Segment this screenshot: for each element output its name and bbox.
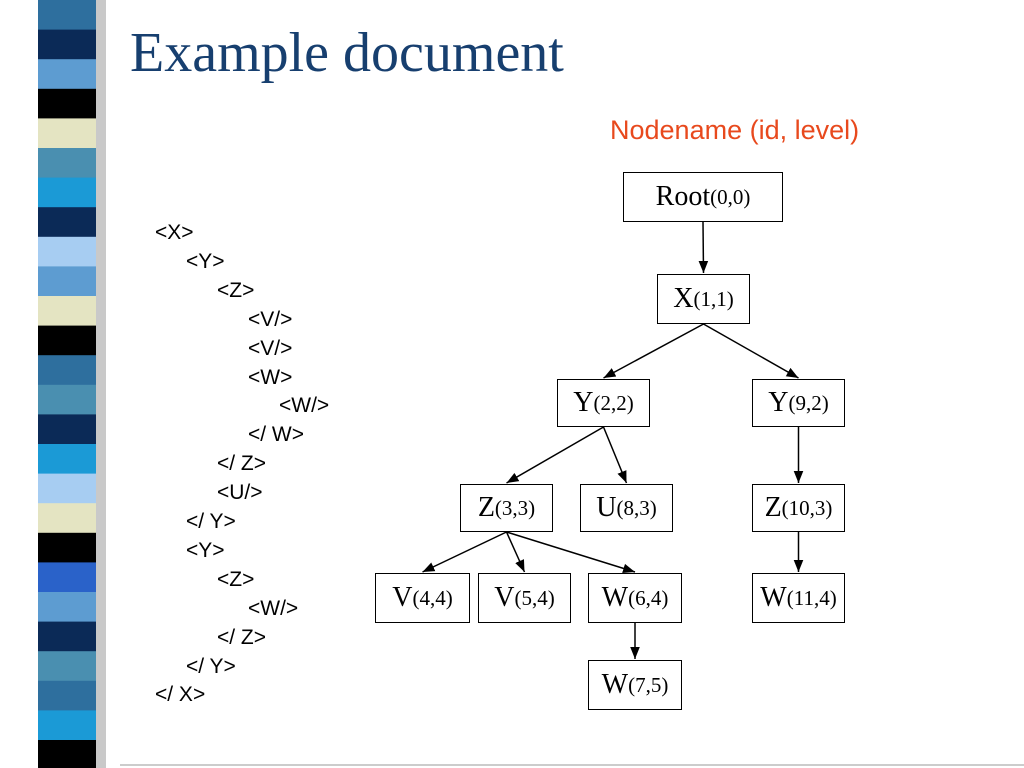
stripe-segment <box>38 473 96 504</box>
tree-edge <box>703 323 799 379</box>
node-name: U <box>596 492 617 523</box>
tree-node: V(5,4) <box>478 573 571 623</box>
xml-line: </ Y> <box>186 510 236 533</box>
stripe-segment <box>38 325 96 356</box>
stripe-segment <box>38 177 96 208</box>
stripe-shadow <box>96 0 106 768</box>
tree-node: U(8,3) <box>580 484 673 532</box>
node-id-level: (11,4) <box>786 585 837 610</box>
node-id-level: (8,3) <box>616 495 657 520</box>
xml-line: </ X> <box>155 683 206 707</box>
node-name: Y <box>573 387 594 418</box>
node-name: W <box>601 669 629 700</box>
xml-line: <Z> <box>217 567 255 591</box>
xml-line: <U/> <box>217 481 263 505</box>
node-id-level: (0,0) <box>710 184 751 209</box>
tree-edge <box>422 531 507 573</box>
node-name: V <box>494 582 515 613</box>
divider <box>120 764 1024 766</box>
node-name: Root <box>655 181 711 212</box>
stripe-segment <box>38 59 96 90</box>
xml-line: </ Z> <box>217 625 267 649</box>
stripe-segment <box>38 355 96 386</box>
xml-line: <Y> <box>186 538 225 562</box>
node-id-level: (10,3) <box>781 495 833 520</box>
stripe-segment <box>38 532 96 563</box>
stripe-segment <box>38 29 96 60</box>
node-id-level: (7,5) <box>628 672 669 697</box>
xml-line: </ W> <box>248 423 305 447</box>
xml-line: <V/> <box>248 336 293 360</box>
stripe-segment <box>38 236 96 267</box>
stripe-segment <box>38 296 96 327</box>
stripe-segment <box>38 414 96 445</box>
node-name: Y <box>768 387 789 418</box>
xml-line: <Z> <box>217 278 255 302</box>
stripe-segment <box>38 207 96 238</box>
xml-line: <X> <box>155 221 194 244</box>
tree-edge <box>698 221 709 274</box>
stripe-segment <box>38 740 96 768</box>
node-id-level: (3,3) <box>494 495 536 520</box>
xml-line: <V/> <box>248 307 293 331</box>
tree-node: Y(9,2) <box>752 379 845 427</box>
stripe-segment <box>38 651 96 682</box>
stripe-segment <box>38 88 96 119</box>
tree-node: Z(3,3) <box>460 484 553 532</box>
tree-edge <box>506 531 636 574</box>
stripe-segment <box>38 680 96 711</box>
page-title: Example document <box>130 22 564 84</box>
xml-line: </ Y> <box>186 654 236 678</box>
node-name: W <box>601 582 629 613</box>
tree-edge <box>602 426 628 484</box>
stripe-segment <box>38 562 96 593</box>
legend-label: Nodename (id, level) <box>610 115 860 145</box>
stripe-segment <box>38 384 96 415</box>
stripe-segment <box>38 503 96 534</box>
stripe-segment <box>38 0 96 31</box>
xml-line: <W> <box>248 365 293 389</box>
node-name: Z <box>477 492 495 523</box>
node-name: V <box>392 582 413 613</box>
tree-node: Root(0,0) <box>623 172 783 222</box>
node-name: Z <box>764 492 782 523</box>
node-id-level: (5,4) <box>514 585 555 610</box>
node-id-level: (2,2) <box>593 390 634 415</box>
xml-line: <W/> <box>279 394 330 418</box>
tree-edge <box>506 426 604 484</box>
decorative-stripe-bar <box>38 0 106 768</box>
tree-node: W(11,4) <box>752 573 845 623</box>
stripe-segment <box>38 266 96 297</box>
node-name: W <box>760 582 787 613</box>
xml-line: <W/> <box>248 596 299 620</box>
tree-node: W(6,4) <box>588 573 682 623</box>
tree-node: V(4,4) <box>375 573 470 623</box>
tree-edge <box>505 531 526 573</box>
stripe-segment <box>38 710 96 741</box>
xml-line: <Y> <box>186 249 225 273</box>
node-id-level: (6,4) <box>628 585 669 610</box>
stripe-segment <box>38 592 96 623</box>
node-name: X <box>673 283 694 314</box>
stripe-segment <box>38 148 96 179</box>
tree-node: W(7,5) <box>588 660 682 710</box>
tree-edge <box>603 323 704 379</box>
stripe-segment <box>38 621 96 652</box>
tree-node: Y(2,2) <box>557 379 650 427</box>
node-id-level: (4,4) <box>412 585 453 610</box>
node-id-level: (9,2) <box>788 390 829 415</box>
stripe-segment <box>38 118 96 149</box>
tree-node: Z(10,3) <box>752 484 845 532</box>
xml-line: </ Z> <box>217 452 267 476</box>
tree-node: X(1,1) <box>657 274 750 324</box>
stripe-segment <box>38 444 96 475</box>
node-id-level: (1,1) <box>693 286 734 311</box>
